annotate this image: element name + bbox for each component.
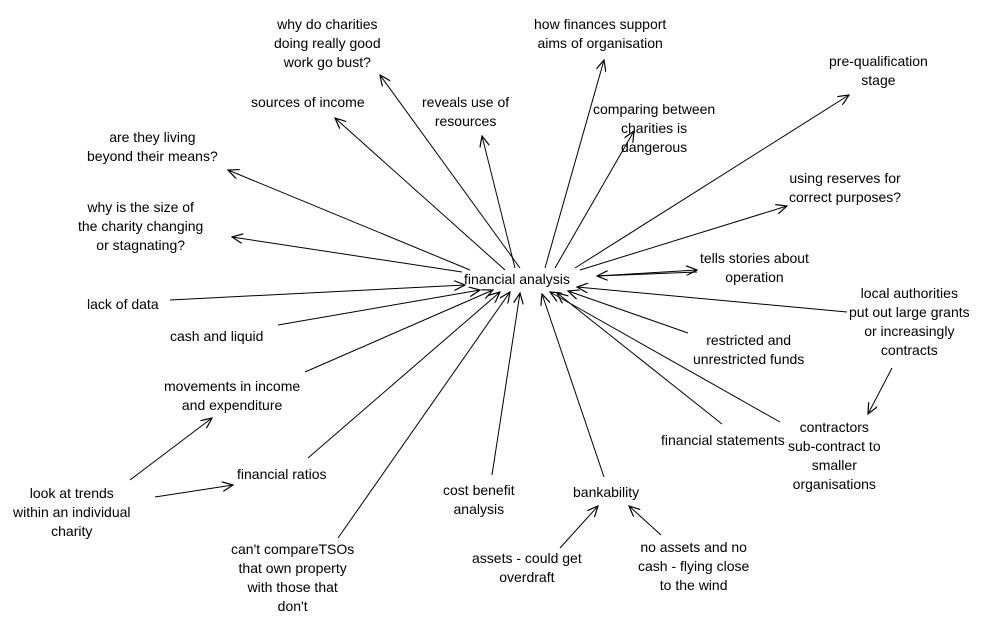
node-movements: movements in income and expenditure [164,378,301,413]
node-tsos: can't compareTSOs that own property with… [231,541,355,614]
node-ratios: financial ratios [237,466,327,482]
node-lackdata: lack of data [87,296,159,312]
node-comparing: comparing between charities is dangerous [593,101,716,155]
node-stories: tells stories about operation [700,250,809,285]
edge-center-to-living [228,170,471,271]
node-reserves: using reserves for correct purposes? [789,170,902,205]
node-center: financial analysis [464,271,570,287]
edge-restricted-to-center [568,291,689,334]
edge-center-to-sources [335,118,506,271]
edge-noassets-to-bankability [629,506,662,536]
edge-tsos-to-center [337,292,510,539]
node-sources: sources of income [251,94,365,110]
edge-trends-to-movements [129,418,212,481]
node-reveals: reveals use of resources [422,94,510,129]
edge-contractors-to-center [550,292,781,423]
node-prequal: pre-qualification stage [829,53,928,88]
edge-bankability-to-center [542,294,605,478]
edge-costbenefit-to-center [491,293,520,476]
edge-cash-to-center [277,290,480,326]
edge-center-to-size [232,237,463,273]
node-costbenefit: cost benefit analysis [443,482,515,517]
edge-statements-to-center [557,293,723,425]
edge-movements-to-center [304,290,493,373]
node-noassets: no assets and no cash - flying close to … [638,539,750,593]
edge-lackdata-to-center [169,285,465,301]
node-finances-support: how finances support aims of organisatio… [534,16,667,51]
edge-local-to-contractors [868,367,893,414]
edge-center-to-finances_support [544,60,604,269]
edge-local-to-center [577,287,848,313]
edge-center-to-reserves [579,206,787,271]
edge-stories-to-center [597,272,698,276]
edge-trends-to-ratios [154,485,233,498]
edge-center-to-prequal [574,95,849,269]
edge-ratios-to-center [307,292,500,459]
node-living: are they living beyond their means? [87,129,218,164]
node-cash: cash and liquid [170,328,264,344]
node-bust: why do charities doing really good work … [274,16,381,70]
node-local: local authorities put out large grants o… [849,285,970,358]
node-trends: look at trends within an individual char… [13,485,131,539]
node-overdraft: assets - could get overdraft [472,550,582,585]
edge-overdraft-to-bankability [559,506,598,549]
node-bankability: bankability [573,484,640,500]
node-statements: financial statements [661,432,785,448]
node-restricted: restricted and unrestricted funds [693,332,805,367]
edge-center-to-comparing [554,131,634,269]
node-size: why is the size of the charity changing … [78,199,204,253]
edge-center-to-reveals [482,136,516,269]
node-contractors: contractors sub-contract to smaller orga… [788,418,881,494]
edge-center-to-bust [380,75,521,269]
